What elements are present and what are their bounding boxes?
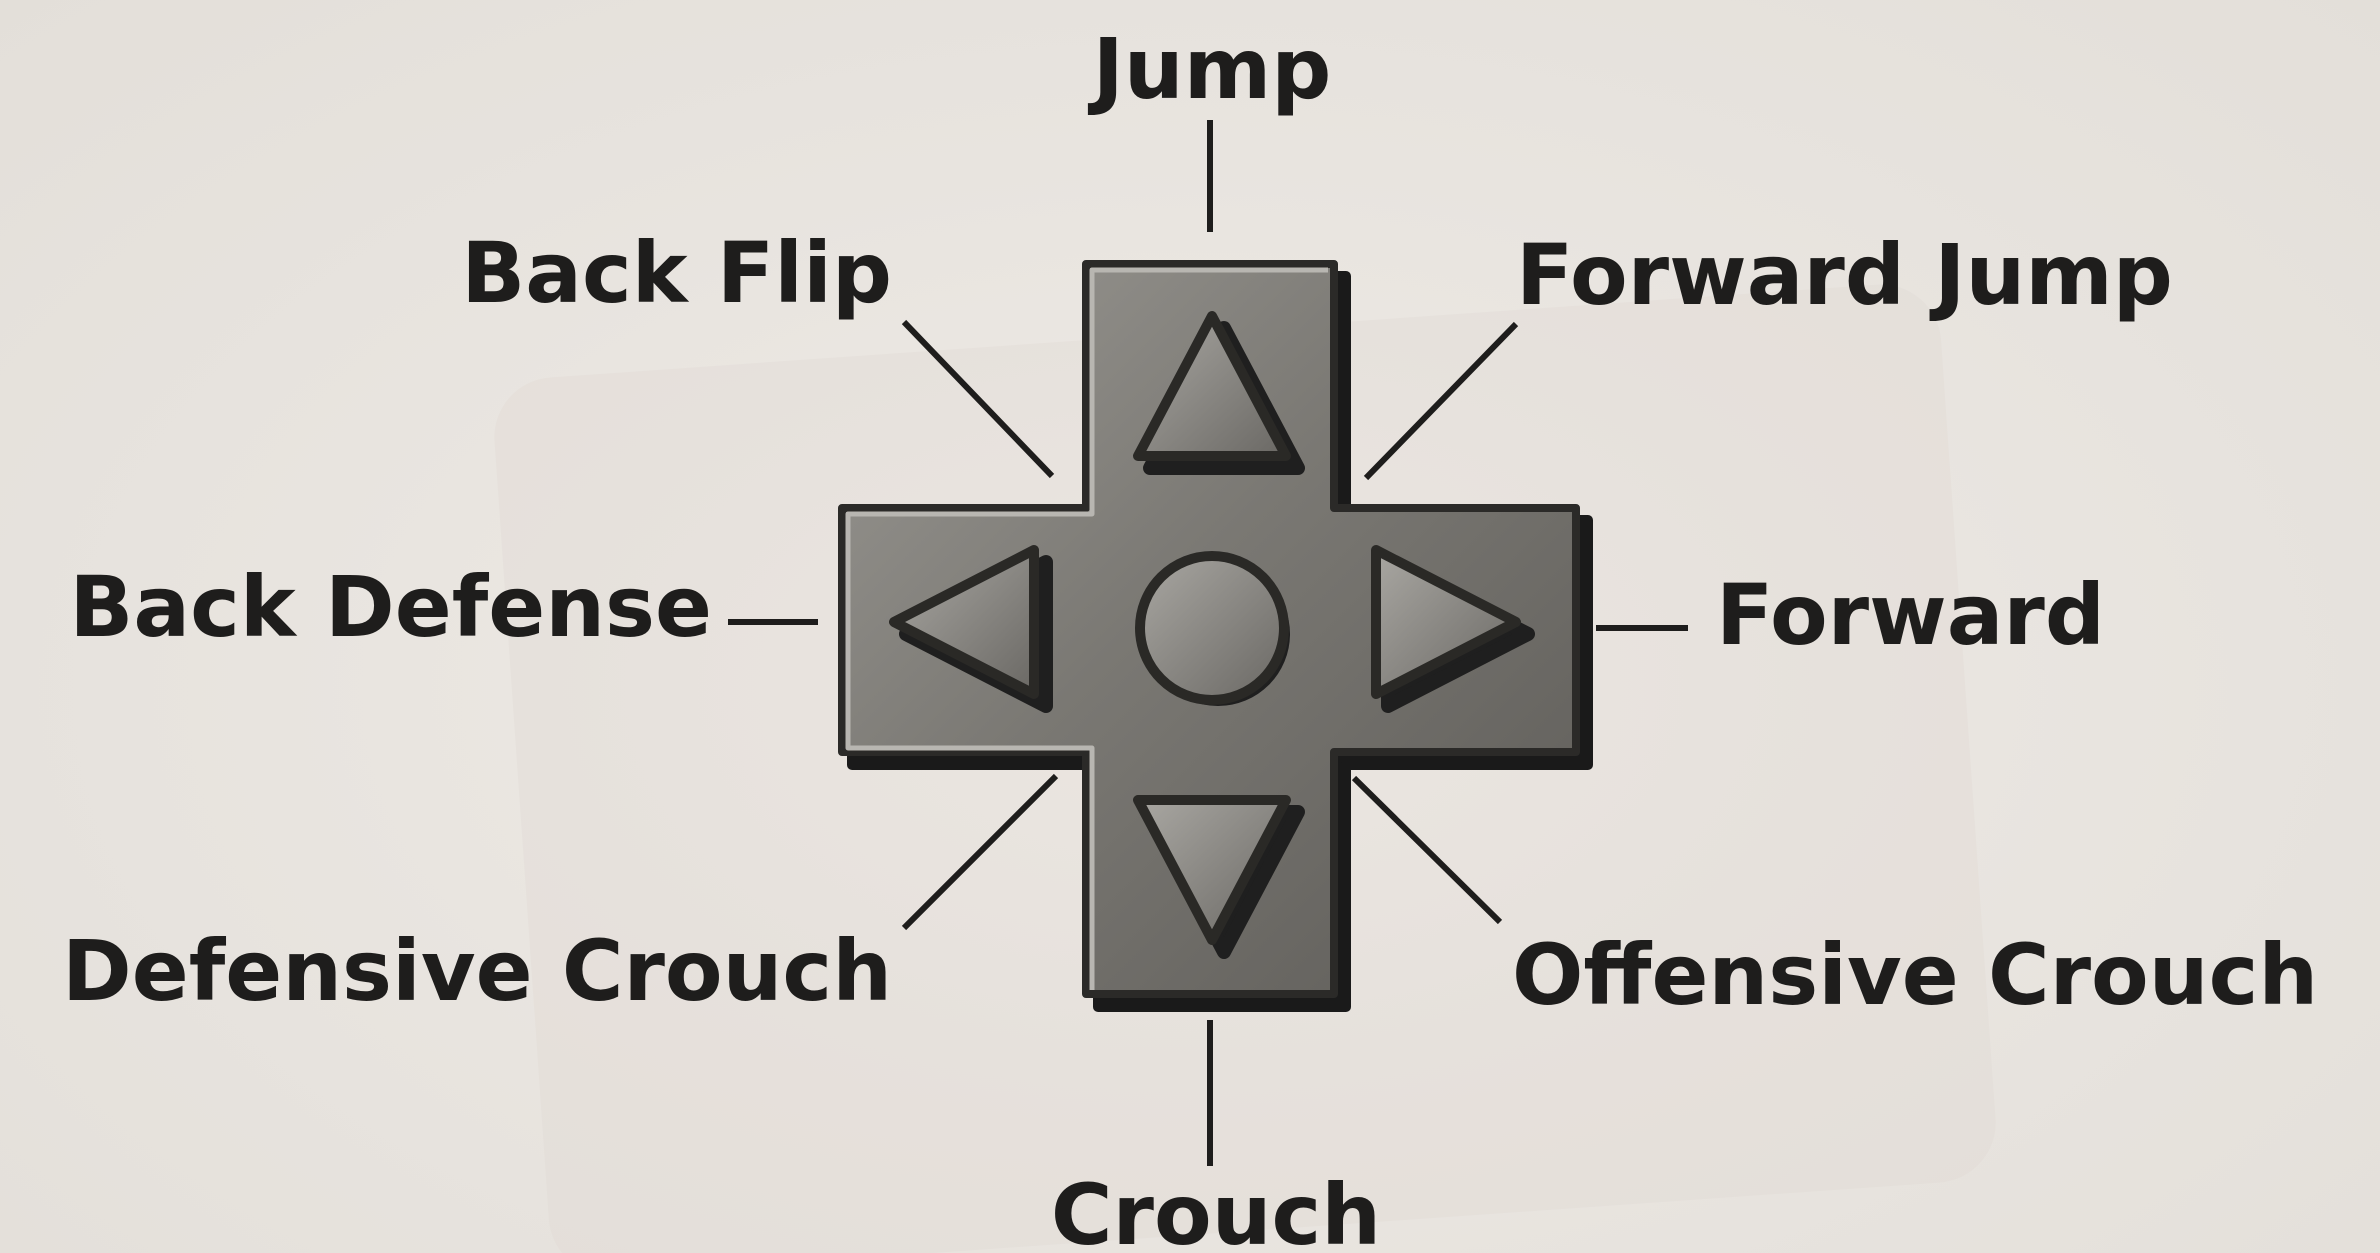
leader-line-up-back: [904, 322, 1052, 476]
label-back-flip: Back Flip: [461, 224, 892, 322]
leader-line-down-back: [904, 776, 1056, 928]
label-crouch: Crouch: [1051, 1166, 1381, 1253]
label-offensive-crouch: Offensive Crouch: [1512, 926, 2318, 1024]
label-defensive-crouch: Defensive Crouch: [62, 922, 892, 1020]
center-circle-icon[interactable]: [1140, 556, 1290, 706]
label-forward: Forward: [1716, 566, 2105, 664]
label-jump: Jump: [1088, 20, 1332, 118]
label-back-defense: Back Defense: [69, 558, 712, 656]
label-forward-jump: Forward Jump: [1516, 226, 2173, 324]
leader-line-down-forward: [1354, 778, 1500, 922]
leader-line-up-forward: [1366, 324, 1516, 478]
